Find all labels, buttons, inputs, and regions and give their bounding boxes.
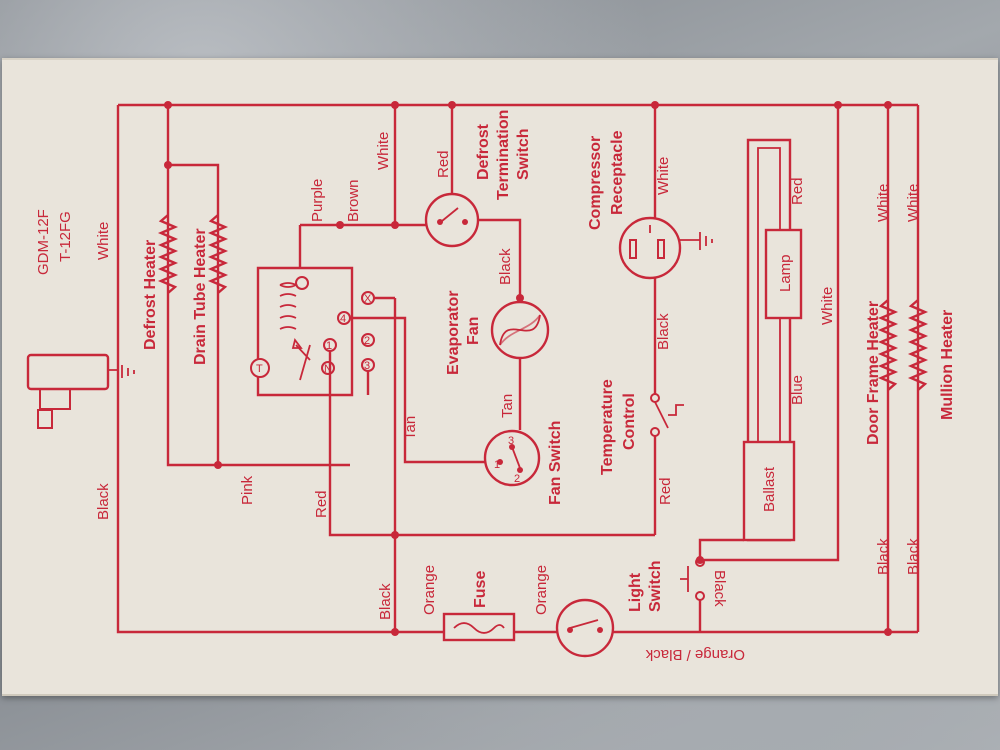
wire-label-black-mullion: Black bbox=[905, 538, 922, 575]
terminal-t: T bbox=[256, 363, 263, 375]
label-drain-tube-heater: Drain Tube Heater bbox=[192, 228, 209, 365]
wire-label-black-door: Black bbox=[875, 538, 892, 575]
terminal-x: X bbox=[364, 293, 372, 305]
defrost-timer-block bbox=[250, 105, 397, 397]
label-light: Light bbox=[627, 572, 644, 612]
label-fuse: Fuse bbox=[472, 571, 489, 608]
junction-dots bbox=[164, 101, 892, 636]
label-mullion-heater: Mullion Heater bbox=[939, 310, 956, 420]
wire-label-black-plug: Black bbox=[95, 483, 112, 520]
defrost-heater-zigzag bbox=[157, 214, 179, 294]
label-termination: Termination bbox=[495, 110, 512, 200]
terminal-4: 4 bbox=[340, 313, 346, 325]
wire-label-white-mullion: White bbox=[905, 184, 922, 222]
wire-label-orange-black: Orange / Black bbox=[645, 646, 745, 663]
wire-label-red-temp: Red bbox=[657, 477, 674, 505]
label-control: Control bbox=[621, 393, 638, 450]
wire-3-red bbox=[328, 351, 655, 537]
wire-heater-right bbox=[168, 163, 220, 465]
label-light-switch: Switch bbox=[647, 560, 664, 612]
terminal-3: 3 bbox=[364, 360, 370, 372]
label-fan-switch: Fan Switch bbox=[547, 421, 564, 505]
fan-switch-terminal-1: 1 bbox=[494, 459, 500, 471]
model-label-t12fg: T-12FG bbox=[57, 211, 74, 262]
wire-lamp-white bbox=[700, 105, 840, 562]
wire-label-white-lamp: White bbox=[819, 287, 836, 325]
label-ballast: Ballast bbox=[761, 466, 778, 512]
wire-left-rail bbox=[116, 105, 918, 634]
wire-label-white-plug: White bbox=[95, 222, 112, 260]
label-receptacle: Receptacle bbox=[609, 130, 626, 215]
wire-label-tan-fan: Tan bbox=[499, 394, 516, 418]
defrost-termination-switch-icon bbox=[424, 192, 480, 248]
wire-label-white-compressor: White bbox=[655, 157, 672, 195]
temperature-control-icon bbox=[650, 393, 684, 437]
power-plug-icon bbox=[26, 353, 135, 429]
wire-4-to-tan bbox=[350, 316, 500, 464]
terminal-2: 2 bbox=[364, 335, 370, 347]
drain-tube-heater-zigzag bbox=[207, 214, 229, 294]
wire-label-pink: Pink bbox=[239, 475, 256, 505]
fuse-icon bbox=[442, 612, 516, 642]
label-temperature: Temperature bbox=[599, 379, 616, 475]
wire-label-white-door: White bbox=[875, 184, 892, 222]
fan-switch-icon bbox=[483, 429, 541, 487]
label-lamp: Lamp bbox=[777, 254, 794, 292]
wire-label-red-lamp: Red bbox=[789, 177, 806, 205]
wire-label-black-timer: Black bbox=[377, 583, 394, 620]
wire-label-orange-right: Orange bbox=[533, 565, 550, 615]
mullion-heater-zigzag bbox=[907, 299, 929, 391]
lamp-box bbox=[764, 228, 803, 320]
wire-dts-black bbox=[478, 218, 522, 298]
wire-label-brown: Brown bbox=[345, 179, 362, 222]
label-compressor: Compressor bbox=[587, 136, 604, 230]
label-evaporator: Evaporator bbox=[445, 291, 462, 375]
label-fan: Fan bbox=[465, 317, 482, 345]
door-frame-heater-zigzag bbox=[877, 299, 899, 391]
wire-label-tan-left: Tan bbox=[402, 416, 419, 440]
label-defrost: Defrost bbox=[475, 123, 492, 180]
wire-label-purple: Purple bbox=[309, 179, 326, 222]
wire-label-black-fan: Black bbox=[497, 248, 514, 285]
wire-label-red-left: Red bbox=[313, 490, 330, 518]
model-label-gdm: GDM-12F bbox=[35, 209, 52, 275]
wire-label-orange-left: Orange bbox=[421, 565, 438, 615]
terminal-n: N bbox=[324, 363, 332, 375]
evaporator-fan-icon bbox=[490, 300, 550, 360]
label-defrost-heater: Defrost Heater bbox=[142, 240, 159, 350]
main-switch-icon bbox=[555, 598, 615, 658]
label-switch: Switch bbox=[515, 128, 532, 180]
wire-label-black-compressor: Black bbox=[655, 313, 672, 350]
terminal-1: 1 bbox=[326, 340, 332, 352]
compressor-receptacle-icon bbox=[618, 216, 713, 280]
wire-label-white-top: White bbox=[375, 132, 392, 170]
fan-switch-terminal-3: 3 bbox=[508, 435, 514, 447]
light-switch-icon bbox=[680, 557, 705, 601]
label-door-frame-heater: Door Frame Heater bbox=[865, 301, 882, 445]
wire-label-red-dts: Red bbox=[435, 150, 452, 178]
wire-ballast-black bbox=[698, 538, 744, 560]
ballast-box bbox=[742, 440, 796, 542]
wire-label-blue: Blue bbox=[789, 375, 806, 405]
wire-label-black-light: Black bbox=[711, 570, 728, 607]
fan-switch-terminal-2: 2 bbox=[514, 473, 520, 485]
